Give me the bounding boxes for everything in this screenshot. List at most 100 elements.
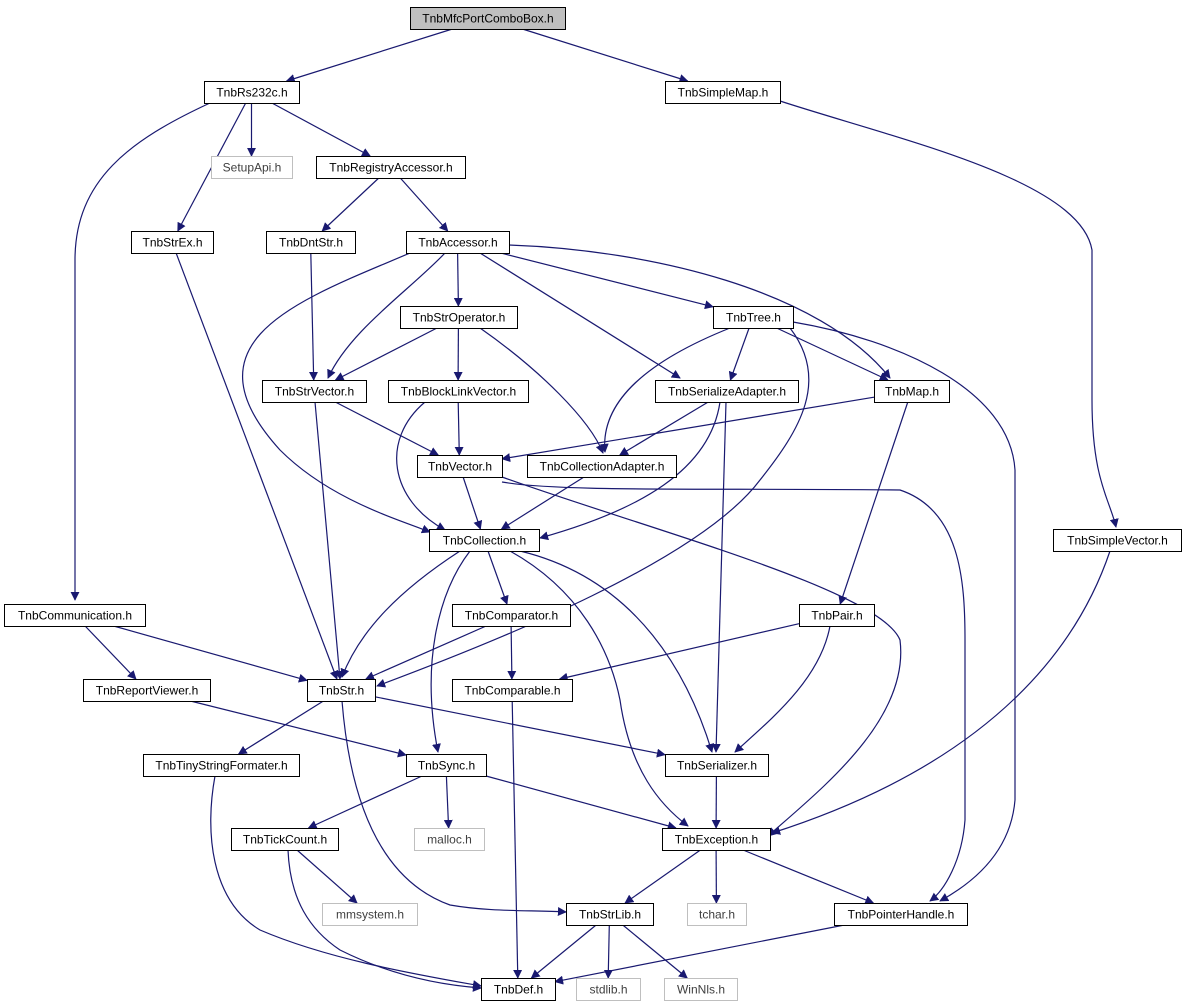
edge-accessor-to-map <box>508 244 891 379</box>
node-label: TnbStr.h <box>319 684 364 698</box>
node-communication[interactable]: TnbCommunication.h <box>4 604 146 627</box>
node-label: TnbCollectionAdapter.h <box>540 460 665 474</box>
node-label: TnbSync.h <box>418 759 475 773</box>
node-box <box>231 828 339 851</box>
edge-vector-to-exception <box>501 476 902 837</box>
node-label: TnbReportViewer.h <box>96 684 199 698</box>
node-label: TnbAccessor.h <box>418 236 497 250</box>
node-box <box>665 81 781 104</box>
node-tree[interactable]: TnbTree.h <box>713 306 794 329</box>
node-stdlib: stdlib.h <box>576 978 641 1001</box>
node-coladapter[interactable]: TnbCollectionAdapter.h <box>527 455 677 478</box>
node-serializer[interactable]: TnbSerializer.h <box>665 754 769 777</box>
node-label: mmsystem.h <box>336 908 404 922</box>
edge-pair-to-serializer <box>734 625 831 753</box>
node-malloc: malloc.h <box>414 828 485 851</box>
edge-comparator-to-str <box>365 625 487 680</box>
node-box <box>131 231 214 254</box>
node-label: TnbStrOperator.h <box>413 311 506 325</box>
edge-comparable-to-def <box>511 700 523 979</box>
node-root[interactable]: TnbMfcPortComboBox.h <box>410 7 566 30</box>
node-label: TnbCollection.h <box>443 534 526 548</box>
node-dntstr[interactable]: TnbDntStr.h <box>266 231 356 254</box>
edge-pointerhandle-to-def <box>554 924 845 985</box>
node-str[interactable]: TnbStr.h <box>307 679 376 702</box>
edge-seradapter-to-serializer <box>711 401 727 753</box>
edge-strlib-to-def <box>530 924 597 979</box>
edge-coladapter-to-collection <box>500 476 585 530</box>
node-tinyfmt[interactable]: TnbTinyStringFormater.h <box>143 754 300 777</box>
edge-exception-to-strlib <box>624 849 701 904</box>
node-sync[interactable]: TnbSync.h <box>406 754 487 777</box>
edge-dntstr-to-strvector <box>309 252 319 381</box>
node-strex[interactable]: TnbStrEx.h <box>131 231 214 254</box>
edge-simplevector-to-exception <box>771 550 1111 835</box>
node-simplemap[interactable]: TnbSimpleMap.h <box>665 81 781 104</box>
node-label: TnbTinyStringFormater.h <box>155 759 287 773</box>
node-label: TnbStrEx.h <box>142 236 202 250</box>
node-def[interactable]: TnbDef.h <box>481 978 556 1001</box>
node-tchar: tchar.h <box>687 903 747 926</box>
node-box <box>452 679 573 702</box>
node-collection[interactable]: TnbCollection.h <box>429 529 540 552</box>
edge-rs232-to-registry <box>271 102 371 157</box>
node-box <box>799 604 875 627</box>
node-box <box>414 828 485 851</box>
node-blocklink[interactable]: TnbBlockLinkVector.h <box>388 380 529 403</box>
edge-tree-to-str <box>376 327 810 688</box>
node-label: TnbSerializeAdapter.h <box>668 385 786 399</box>
edge-simplemap-to-simplevector <box>779 100 1119 528</box>
node-rs232[interactable]: TnbRs232c.h <box>204 81 300 104</box>
node-strvector[interactable]: TnbStrVector.h <box>262 380 367 403</box>
node-comparator[interactable]: TnbComparator.h <box>452 604 571 627</box>
node-label: TnbSerializer.h <box>677 759 757 773</box>
edge-tree-to-seradapter <box>728 327 750 381</box>
node-label: TnbDef.h <box>494 983 543 997</box>
node-map[interactable]: TnbMap.h <box>874 380 950 403</box>
edge-strlib-to-stdlib <box>603 924 613 979</box>
node-box <box>406 754 487 777</box>
node-box <box>713 306 794 329</box>
node-accessor[interactable]: TnbAccessor.h <box>406 231 510 254</box>
edge-accessor-to-seradapter <box>479 252 681 379</box>
node-stroperator[interactable]: TnbStrOperator.h <box>400 306 518 329</box>
edge-collection-to-sync <box>430 550 471 753</box>
node-comparable[interactable]: TnbComparable.h <box>452 679 573 702</box>
node-pair[interactable]: TnbPair.h <box>799 604 875 627</box>
node-pointerhandle[interactable]: TnbPointerHandle.h <box>834 903 968 926</box>
node-mmsystem: mmsystem.h <box>322 903 418 926</box>
node-label: TnbStrLib.h <box>579 908 641 922</box>
node-simplevector[interactable]: TnbSimpleVector.h <box>1053 529 1182 552</box>
edge-str-to-tinyfmt <box>237 700 324 755</box>
edge-reportviewer-to-sync <box>190 700 407 758</box>
node-tickcount[interactable]: TnbTickCount.h <box>231 828 339 851</box>
node-label: TnbTickCount.h <box>243 833 327 847</box>
node-box <box>410 7 566 30</box>
node-box <box>388 380 529 403</box>
edge-sync-to-malloc <box>443 775 453 829</box>
node-vector[interactable]: TnbVector.h <box>417 455 503 478</box>
node-label: TnbPair.h <box>811 609 862 623</box>
node-box <box>576 978 641 1001</box>
edge-sync-to-exception <box>485 775 677 831</box>
edge-communication-to-str <box>113 625 308 683</box>
node-box <box>266 231 356 254</box>
node-reportviewer[interactable]: TnbReportViewer.h <box>83 679 211 702</box>
edge-collection-to-comparator <box>487 550 509 605</box>
node-strlib[interactable]: TnbStrLib.h <box>566 903 654 926</box>
edge-sync-to-tickcount <box>307 775 423 829</box>
edge-comparator-to-comparable <box>507 625 517 680</box>
edge-blocklink-to-collection <box>396 401 446 531</box>
node-box <box>687 903 747 926</box>
node-label: SetupApi.h <box>223 161 282 175</box>
edge-registry-to-accessor <box>399 177 449 232</box>
node-seradapter[interactable]: TnbSerializeAdapter.h <box>655 380 799 403</box>
edge-vector-to-collection <box>462 476 483 530</box>
node-registry[interactable]: TnbRegistryAccessor.h <box>316 156 466 179</box>
node-exception[interactable]: TnbException.h <box>662 828 771 851</box>
node-label: TnbComparable.h <box>464 684 560 698</box>
node-label: TnbCommunication.h <box>18 609 132 623</box>
node-box <box>664 978 738 1001</box>
edge-str-to-strlib <box>341 700 567 917</box>
edge-tinyfmt-to-def <box>210 775 482 989</box>
